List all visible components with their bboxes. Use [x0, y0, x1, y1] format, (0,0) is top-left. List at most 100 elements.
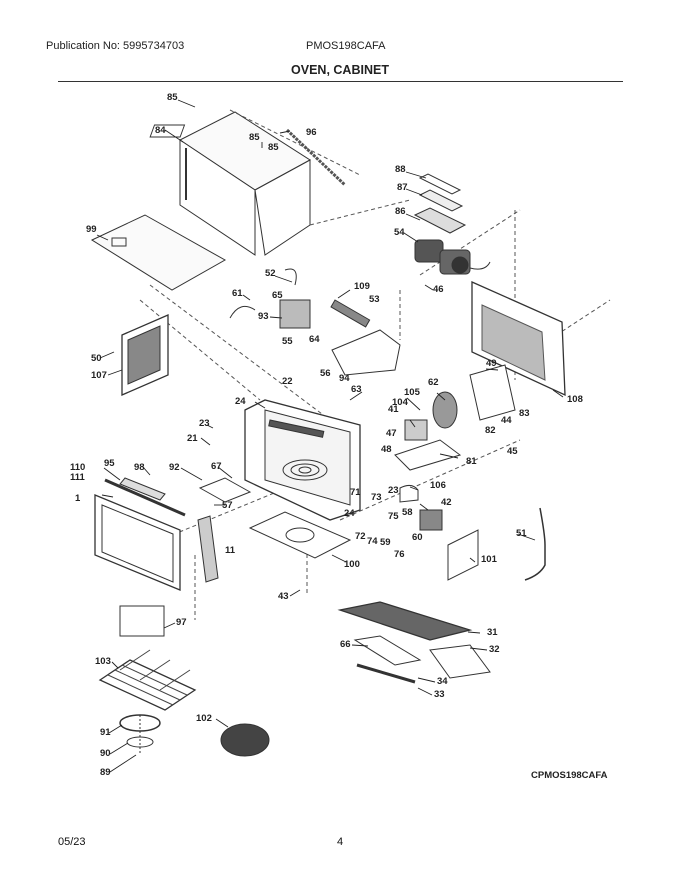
- part-callout-101: 101: [481, 554, 497, 565]
- part-callout-71: 71: [350, 487, 361, 498]
- part-callout-23b: 23: [388, 485, 399, 496]
- coupler-drawing: [126, 736, 154, 748]
- part-callout-102: 102: [196, 713, 212, 724]
- part-callout-84: 84: [155, 125, 166, 136]
- magnetron-transformer-drawing: [394, 364, 516, 471]
- part-callout-104: 104: [392, 397, 408, 408]
- part-callout-105: 105: [404, 387, 420, 398]
- part-callout-85a: 85: [167, 92, 178, 103]
- control-panel-11-drawing: [197, 515, 219, 583]
- part-callout-94: 94: [339, 373, 350, 384]
- blower-motor-drawing: [414, 239, 491, 275]
- part-callout-73: 73: [371, 492, 382, 503]
- part-callout-52: 52: [265, 268, 276, 279]
- part-callout-49: 49: [486, 358, 497, 369]
- footer-date: 05/23: [58, 836, 86, 848]
- part-callout-81: 81: [466, 456, 477, 467]
- part-callout-58: 58: [402, 507, 413, 518]
- part-callout-66: 66: [340, 639, 351, 650]
- part-callout-32: 32: [489, 644, 500, 655]
- header-rule: [58, 81, 623, 82]
- part-callout-63: 63: [351, 384, 362, 395]
- filter-88-drawing: [418, 173, 462, 195]
- filter-86-drawing: [413, 207, 467, 234]
- top-cabinet-drawing: [149, 111, 311, 256]
- part-callout-88: 88: [395, 164, 406, 175]
- page-number: 4: [337, 836, 344, 848]
- wire-harness-drawing: [524, 507, 546, 581]
- oven-rack-drawing: [98, 649, 197, 711]
- part-callout-107: 107: [91, 370, 107, 381]
- publication-number: Publication No: 5995734703: [46, 40, 185, 52]
- part-callout-56: 56: [320, 368, 331, 379]
- part-callout-60: 60: [412, 532, 423, 543]
- filter-87-drawing: [418, 189, 464, 212]
- part-callout-85b: 85: [249, 132, 260, 143]
- part-callout-1: 1: [75, 493, 81, 504]
- part-callout-67: 67: [211, 461, 222, 472]
- part-callout-99: 99: [86, 224, 97, 235]
- part-callout-31: 31: [487, 627, 498, 638]
- part-callout-65: 65: [272, 290, 283, 301]
- part-callout-98: 98: [134, 462, 145, 473]
- part-callout-72: 72: [355, 531, 366, 542]
- door-drawing: [94, 494, 181, 591]
- part-callout-92: 92: [169, 462, 180, 473]
- part-callout-44: 44: [501, 415, 512, 426]
- part-callout-47: 47: [386, 428, 397, 439]
- turntable-tray-drawing: [220, 723, 270, 757]
- part-callout-23a: 23: [199, 418, 210, 429]
- part-callout-42: 42: [441, 497, 452, 508]
- part-callout-90: 90: [100, 748, 111, 759]
- part-callout-57: 57: [222, 500, 233, 511]
- part-callout-74: 74: [367, 536, 378, 547]
- part-callout-76: 76: [394, 549, 405, 560]
- part-callout-22: 22: [282, 376, 293, 387]
- part-callout-55: 55: [282, 336, 293, 347]
- diagram-reference-code: CPMOS198CAFA: [531, 770, 608, 781]
- part-callout-103: 103: [95, 656, 111, 667]
- part-callout-50: 50: [91, 353, 102, 364]
- part-callout-34: 34: [437, 676, 448, 687]
- part-callout-85c: 85: [268, 142, 279, 153]
- part-callout-75: 75: [388, 511, 399, 522]
- part-callout-93: 93: [258, 311, 269, 322]
- part-callout-46: 46: [433, 284, 444, 295]
- part-callout-83: 83: [519, 408, 530, 419]
- part-callout-51: 51: [516, 528, 527, 539]
- grease-filter-tray-drawing: [337, 601, 491, 684]
- part-callout-21: 21: [187, 433, 198, 444]
- floor-plate-100-drawing: [248, 511, 352, 559]
- part-callout-43: 43: [278, 591, 289, 602]
- part-callout-53: 53: [369, 294, 380, 305]
- part-callout-86: 86: [395, 206, 406, 217]
- part-callout-95: 95: [104, 458, 115, 469]
- part-callout-62: 62: [428, 377, 439, 388]
- part-callout-108: 108: [567, 394, 583, 405]
- part-callout-111: 111: [70, 472, 85, 483]
- part-callout-24a: 24: [235, 396, 246, 407]
- part-callout-33: 33: [434, 689, 445, 700]
- part-callout-96: 96: [306, 127, 317, 138]
- oven-cavity-drawing: [244, 399, 361, 521]
- part-callout-11: 11: [225, 545, 236, 556]
- part-callout-91: 91: [100, 727, 111, 738]
- part-callout-45: 45: [507, 446, 518, 457]
- part-callout-24b: 24: [344, 508, 355, 519]
- part-callout-64: 64: [309, 334, 320, 345]
- panel-99-drawing: [90, 214, 227, 291]
- part-callout-54: 54: [394, 227, 405, 238]
- part-callout-48: 48: [381, 444, 392, 455]
- part-callout-82: 82: [485, 425, 496, 436]
- part-callout-100: 100: [344, 559, 360, 570]
- part-callout-89: 89: [100, 767, 111, 778]
- components-cluster-drawing: [229, 268, 401, 376]
- section-title: OVEN, CABINET: [291, 63, 389, 77]
- part-callout-59: 59: [380, 537, 391, 548]
- bracket-96-drawing: [285, 128, 347, 187]
- part-callout-109: 109: [354, 281, 370, 292]
- part-callout-106: 106: [430, 480, 446, 491]
- model-number: PMOS198CAFA: [306, 40, 386, 52]
- part-callout-110: 110: [70, 462, 86, 473]
